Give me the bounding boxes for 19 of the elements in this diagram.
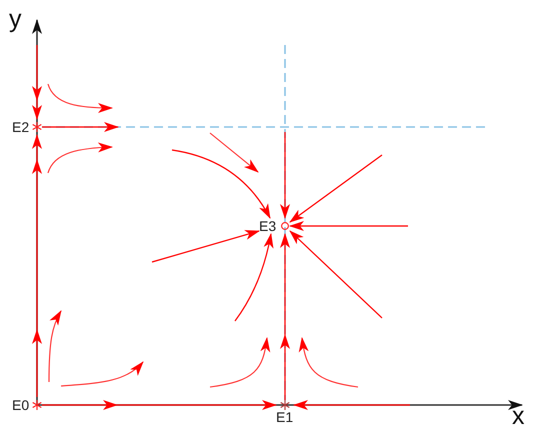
point-label: E1 [276, 409, 294, 425]
arrow [293, 400, 410, 410]
arrow [280, 233, 290, 400]
arrow [234, 233, 274, 322]
axis-label: x [512, 403, 524, 429]
arrow [289, 154, 382, 222]
arrow [289, 221, 408, 231]
arrow [152, 230, 260, 263]
arrow [289, 230, 382, 318]
axis-label: y [9, 6, 22, 32]
arrow [32, 45, 42, 120]
arrow [280, 132, 290, 219]
arrow [42, 122, 119, 132]
point-label: E0 [12, 397, 30, 413]
point-label: E2 [12, 119, 30, 135]
arrow [42, 400, 277, 410]
arrow [32, 134, 42, 397]
arrow [172, 149, 271, 219]
point-label: E3 [259, 218, 276, 234]
